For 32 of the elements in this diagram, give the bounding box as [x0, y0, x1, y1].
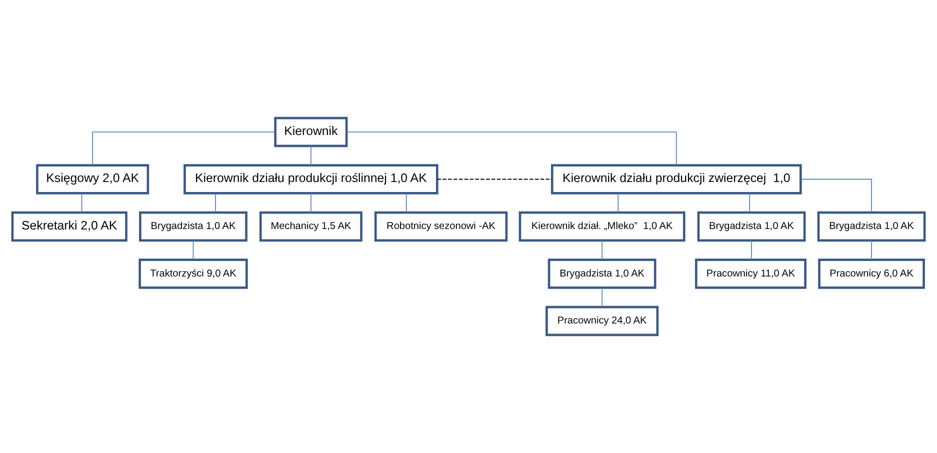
node-box: Pracownicy 6,0 AK	[818, 258, 925, 289]
node-box: Kierownik działu produkcji roślinnej 1,0 AK	[184, 164, 438, 194]
connector	[602, 287, 603, 308]
connector	[192, 240, 194, 260]
node-box: Sekretarki 2,0 AK	[11, 211, 128, 242]
node-box: Robotnicy sezonowi -AK	[374, 211, 508, 242]
node-box: Księgowy 2,0 AK	[36, 164, 150, 194]
node-box: Brygadzista 1,0 AK	[548, 258, 656, 289]
node-box: Pracownicy 11,0 AK	[694, 258, 806, 289]
connector	[215, 192, 216, 213]
connector	[310, 192, 312, 213]
node-box: Brygadzista 1,0 AK	[697, 211, 806, 242]
connector	[81, 192, 82, 213]
connector	[602, 240, 603, 260]
node-box: Kierownik dział. „Mleko” 1,0 AK	[518, 211, 686, 242]
node-box: Kierownik	[274, 116, 348, 148]
connector	[871, 240, 872, 260]
connector	[310, 146, 312, 166]
node-box: Kierownik działu produkcji zwierzęcej 1,0	[550, 164, 802, 194]
connector	[346, 132, 677, 166]
connector	[751, 240, 752, 260]
node-box: Mechanicy 1,5 AK	[259, 211, 362, 242]
connector	[436, 178, 552, 180]
node-box: Brygadzista 1,0 AK	[817, 211, 926, 242]
connector	[800, 178, 872, 213]
connector	[92, 132, 276, 166]
connector	[618, 192, 619, 213]
connector	[406, 192, 407, 213]
node-box: Pracownicy 24,0 AK	[546, 306, 659, 336]
node-box: Traktorzyści 9,0 AK	[138, 258, 248, 289]
node-box: Brygadzista 1,0 AK	[139, 211, 248, 242]
connector	[749, 192, 750, 213]
